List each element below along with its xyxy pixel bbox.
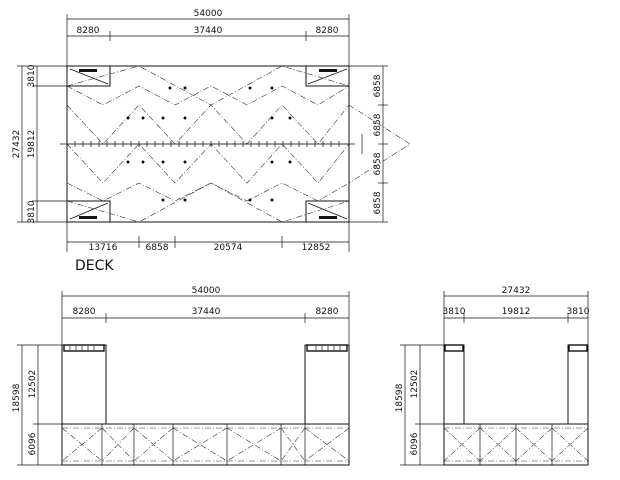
side-left-column [61,344,107,425]
deck-corner-columns [66,65,350,223]
end-elevation: 27432 3810 19812 3810 18598 12502 6096 [395,286,590,466]
end-pontoon-bracing [443,424,589,465]
deck-right-seg-2: 6858 [373,113,383,136]
side-left-total-label: 18598 [12,383,22,412]
deck-top-seg-2: 37440 [194,26,223,36]
end-left-seg-1: 12502 [410,370,420,399]
side-right-column [304,344,350,425]
deck-right-seg-3: 6858 [373,152,383,175]
deck-top-seg-3: 8280 [316,26,339,36]
deck-top-seg-1: 8280 [77,26,100,36]
deck-left-total-label: 27432 [12,130,22,159]
end-top-seg-3: 3810 [567,307,590,317]
deck-bottom-seg-3: 20574 [214,243,243,253]
side-top-segments-dim: 8280 37440 8280 [62,307,349,323]
deck-left-dims: 27432 3810 19812 3810 [12,64,67,223]
side-pontoon-bracing [61,424,350,465]
deck-bottom-dims: 13716 6858 20574 12852 [66,222,350,253]
deck-top-total-dim: 54000 [66,9,350,66]
side-top-seg-3: 8280 [316,307,339,317]
deck-left-seg-2: 19812 [27,130,37,159]
side-top-seg-1: 8280 [73,307,96,317]
end-left-seg-2: 6096 [410,432,420,455]
end-top-seg-2: 19812 [502,307,531,317]
deck-bottom-seg-4: 12852 [302,243,331,253]
deck-bottom-seg-1: 13716 [89,243,118,253]
end-top-segments-dim: 3810 19812 3810 [443,307,590,323]
end-left-column [443,344,465,425]
deck-centerline-ticks [60,141,355,147]
deck-top-total-label: 54000 [194,9,223,19]
deck-left-seg-1: 3810 [27,64,37,87]
deck-plan: 54000 8280 37440 8280 27432 3810 19812 3… [12,9,411,274]
side-left-dims: 18598 12502 6096 [12,344,62,466]
deck-bottom-seg-2: 6858 [146,243,169,253]
side-elevation: 54000 8280 37440 8280 18598 12502 6096 [12,286,350,466]
side-top-total-label: 54000 [192,286,221,296]
end-top-seg-1: 3810 [443,307,466,317]
side-pontoon [61,423,350,466]
end-top-total-label: 27432 [502,286,531,296]
deck-title: DECK [75,258,114,274]
end-left-dims: 18598 12502 6096 [395,344,444,466]
side-left-seg-2: 6096 [28,432,38,455]
end-left-total-label: 18598 [395,383,405,412]
side-left-seg-1: 12502 [28,370,38,399]
end-right-column [567,344,589,425]
deck-top-segments-dim: 8280 37440 8280 [67,26,349,41]
deck-right-seg-4: 6858 [373,191,383,214]
deck-left-seg-3: 3810 [27,200,37,223]
deck-dots [126,86,292,202]
side-top-seg-2: 37440 [192,307,221,317]
deck-right-dims: 6858 6858 6858 6858 [349,65,388,223]
deck-right-seg-1: 6858 [373,74,383,97]
